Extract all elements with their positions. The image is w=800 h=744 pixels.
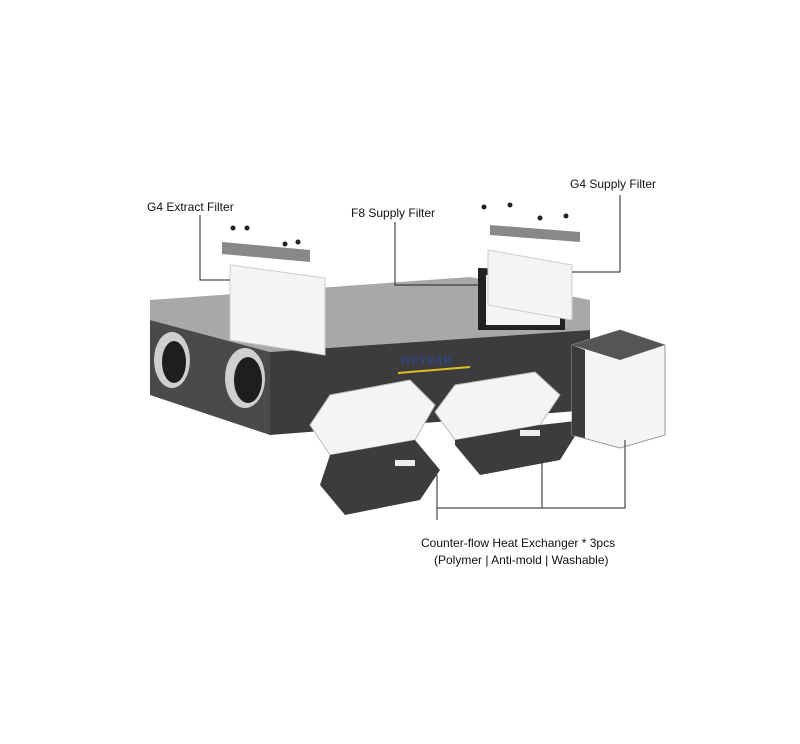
label-g4-supply-filter: G4 Supply Filter bbox=[570, 177, 657, 191]
brand-logo: WEYEAR bbox=[400, 353, 451, 367]
label-g4-extract-filter: G4 Extract Filter bbox=[147, 200, 234, 214]
g4-extract-filter bbox=[222, 242, 326, 356]
heat-exchanger-1 bbox=[309, 379, 440, 515]
label-heat-exchanger: Counter-flow Heat Exchanger * 3pcs bbox=[421, 536, 616, 550]
g4-supply-filter bbox=[487, 225, 580, 321]
leader-lines bbox=[199, 195, 626, 520]
heat-exchanger-2 bbox=[434, 371, 585, 475]
heat-exchanger-3 bbox=[571, 329, 666, 449]
label-f8-supply-filter: F8 Supply Filter bbox=[351, 206, 436, 220]
screws bbox=[230, 202, 569, 247]
label-heat-exchanger-features: (Polymer | Anti-mold | Washable) bbox=[434, 553, 609, 567]
